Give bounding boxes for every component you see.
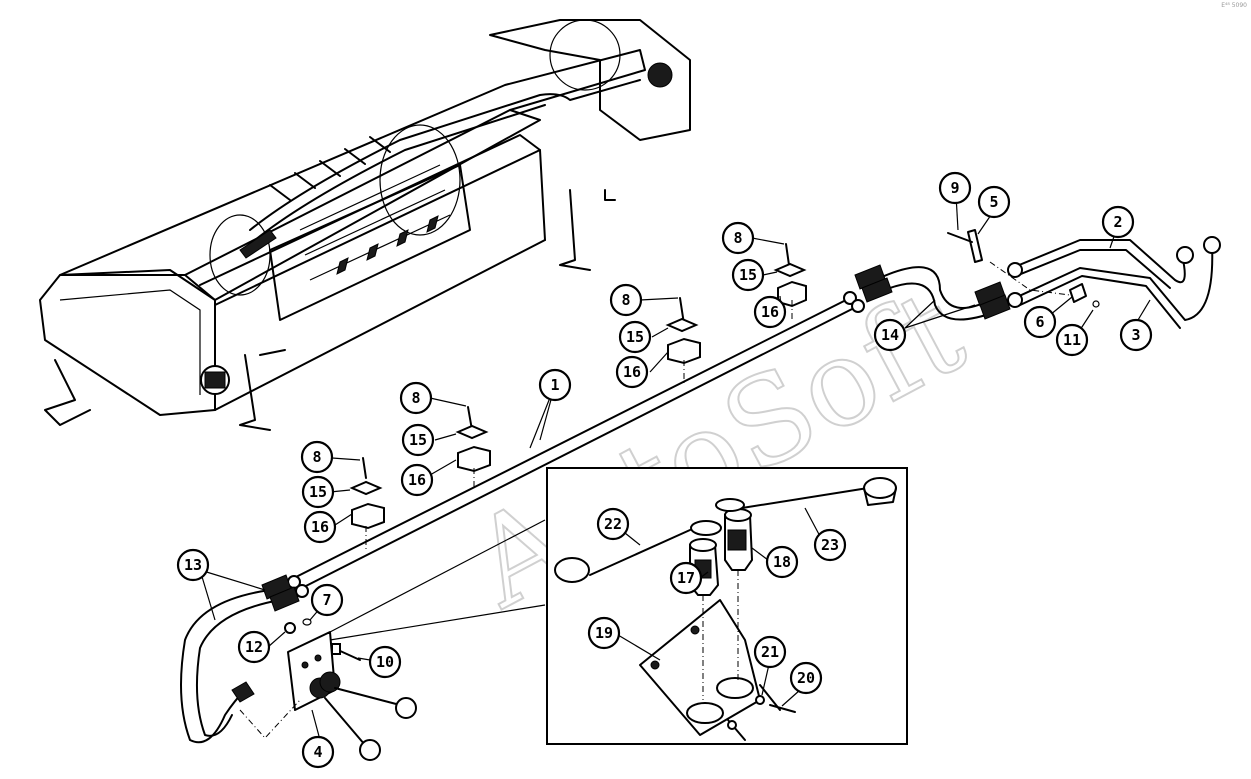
left-hose-assembly <box>180 519 546 761</box>
callout-21: 21 <box>753 635 787 669</box>
callout-2: 2 <box>1101 205 1135 239</box>
svg-text:15: 15 <box>409 431 427 449</box>
svg-text:4: 4 <box>313 743 322 761</box>
callout-19: 19 <box>587 616 621 650</box>
svg-text:17: 17 <box>677 569 695 587</box>
callout-15a: 15 <box>731 258 765 292</box>
callout-14: 14 <box>873 318 907 352</box>
callout-8d: 8 <box>300 440 334 474</box>
callout-15b: 15 <box>618 320 652 354</box>
svg-text:19: 19 <box>595 624 613 642</box>
callout-20: 20 <box>789 661 823 695</box>
svg-text:8: 8 <box>411 389 420 407</box>
hydraulic-lines <box>287 291 865 598</box>
callout-15d: 15 <box>301 475 335 509</box>
callout-12: 12 <box>237 630 271 664</box>
svg-text:16: 16 <box>761 303 779 321</box>
callout-8b: 8 <box>609 283 643 317</box>
svg-text:7: 7 <box>322 591 331 609</box>
svg-text:15: 15 <box>309 483 327 501</box>
callout-16c: 16 <box>400 463 434 497</box>
svg-text:14: 14 <box>881 326 899 344</box>
callout-18: 18 <box>765 545 799 579</box>
callout-10: 10 <box>368 645 402 679</box>
svg-text:13: 13 <box>184 556 202 574</box>
detail-view <box>546 467 908 745</box>
callout-16a: 16 <box>753 295 787 329</box>
callout-23: 23 <box>813 528 847 562</box>
svg-text:18: 18 <box>773 553 791 571</box>
callout-5: 5 <box>977 185 1011 219</box>
callout-8a: 8 <box>721 221 755 255</box>
callout-8c: 8 <box>399 381 433 415</box>
callout-6: 6 <box>1023 305 1057 339</box>
svg-text:8: 8 <box>312 448 321 466</box>
callout-9: 9 <box>938 171 972 205</box>
svg-text:23: 23 <box>821 536 839 554</box>
svg-text:16: 16 <box>623 363 641 381</box>
svg-text:15: 15 <box>626 328 644 346</box>
svg-text:8: 8 <box>621 291 630 309</box>
callout-22: 22 <box>596 507 630 541</box>
svg-text:15: 15 <box>739 266 757 284</box>
callout-1: 1 <box>538 368 572 402</box>
svg-text:2: 2 <box>1113 213 1122 231</box>
callout-15c: 15 <box>401 423 435 457</box>
svg-text:21: 21 <box>761 643 779 661</box>
svg-text:8: 8 <box>733 229 742 247</box>
callout-11: 11 <box>1055 323 1089 357</box>
svg-text:9: 9 <box>950 179 959 197</box>
callout-13: 13 <box>176 548 210 582</box>
svg-text:3: 3 <box>1131 326 1140 344</box>
svg-text:22: 22 <box>604 515 622 533</box>
header-frame <box>39 19 691 431</box>
svg-text:5: 5 <box>989 193 998 211</box>
svg-text:12: 12 <box>245 638 263 656</box>
callout-3: 3 <box>1119 318 1153 352</box>
clamp-sets <box>349 243 807 550</box>
svg-text:20: 20 <box>797 669 815 687</box>
callout-4: 4 <box>301 735 335 769</box>
callout-16b: 16 <box>615 355 649 389</box>
callouts: 1 2 3 4 5 6 7 8 8 8 8 9 10 11 12 13 14 1… <box>176 171 1153 769</box>
right-hose-assembly <box>854 229 1221 329</box>
svg-text:1: 1 <box>550 376 559 394</box>
svg-text:10: 10 <box>376 653 394 671</box>
callout-16d: 16 <box>303 510 337 544</box>
callout-7: 7 <box>310 583 344 617</box>
corner-mark: E⁴⁸ 5090 <box>1221 2 1247 9</box>
callout-17: 17 <box>669 561 703 595</box>
svg-text:6: 6 <box>1035 313 1044 331</box>
svg-text:11: 11 <box>1063 331 1081 349</box>
svg-text:16: 16 <box>311 518 329 536</box>
svg-text:16: 16 <box>408 471 426 489</box>
